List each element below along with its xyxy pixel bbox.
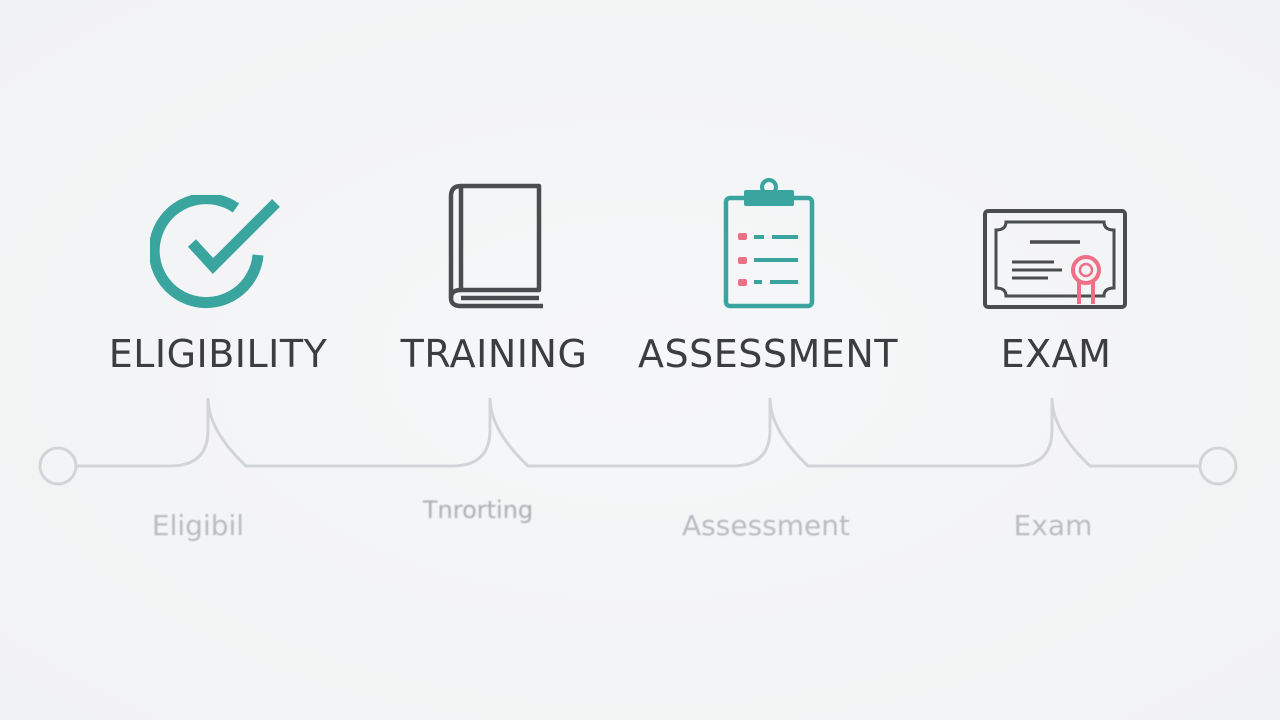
- check-circle-icon: [150, 195, 285, 310]
- sub-label-assessment: Assessment: [682, 509, 850, 542]
- timeline-end-node: [1198, 446, 1238, 486]
- step-label-assessment: ASSESSMENT: [638, 332, 898, 376]
- book-icon: [445, 182, 547, 310]
- step-label-eligibility: ELIGIBILITY: [108, 332, 328, 376]
- sub-label-exam: Exam: [1013, 509, 1093, 542]
- sub-label-eligibility: Eligibil: [151, 509, 245, 542]
- step-label-exam: EXAM: [1000, 332, 1112, 376]
- clipboard-icon: [722, 178, 818, 312]
- certificate-icon: [982, 208, 1128, 310]
- timeline-line: [76, 397, 1202, 468]
- sub-label-training: Tnrorting: [422, 496, 534, 524]
- timeline-start-node: [38, 446, 78, 486]
- step-label-training: TRAINING: [400, 332, 588, 376]
